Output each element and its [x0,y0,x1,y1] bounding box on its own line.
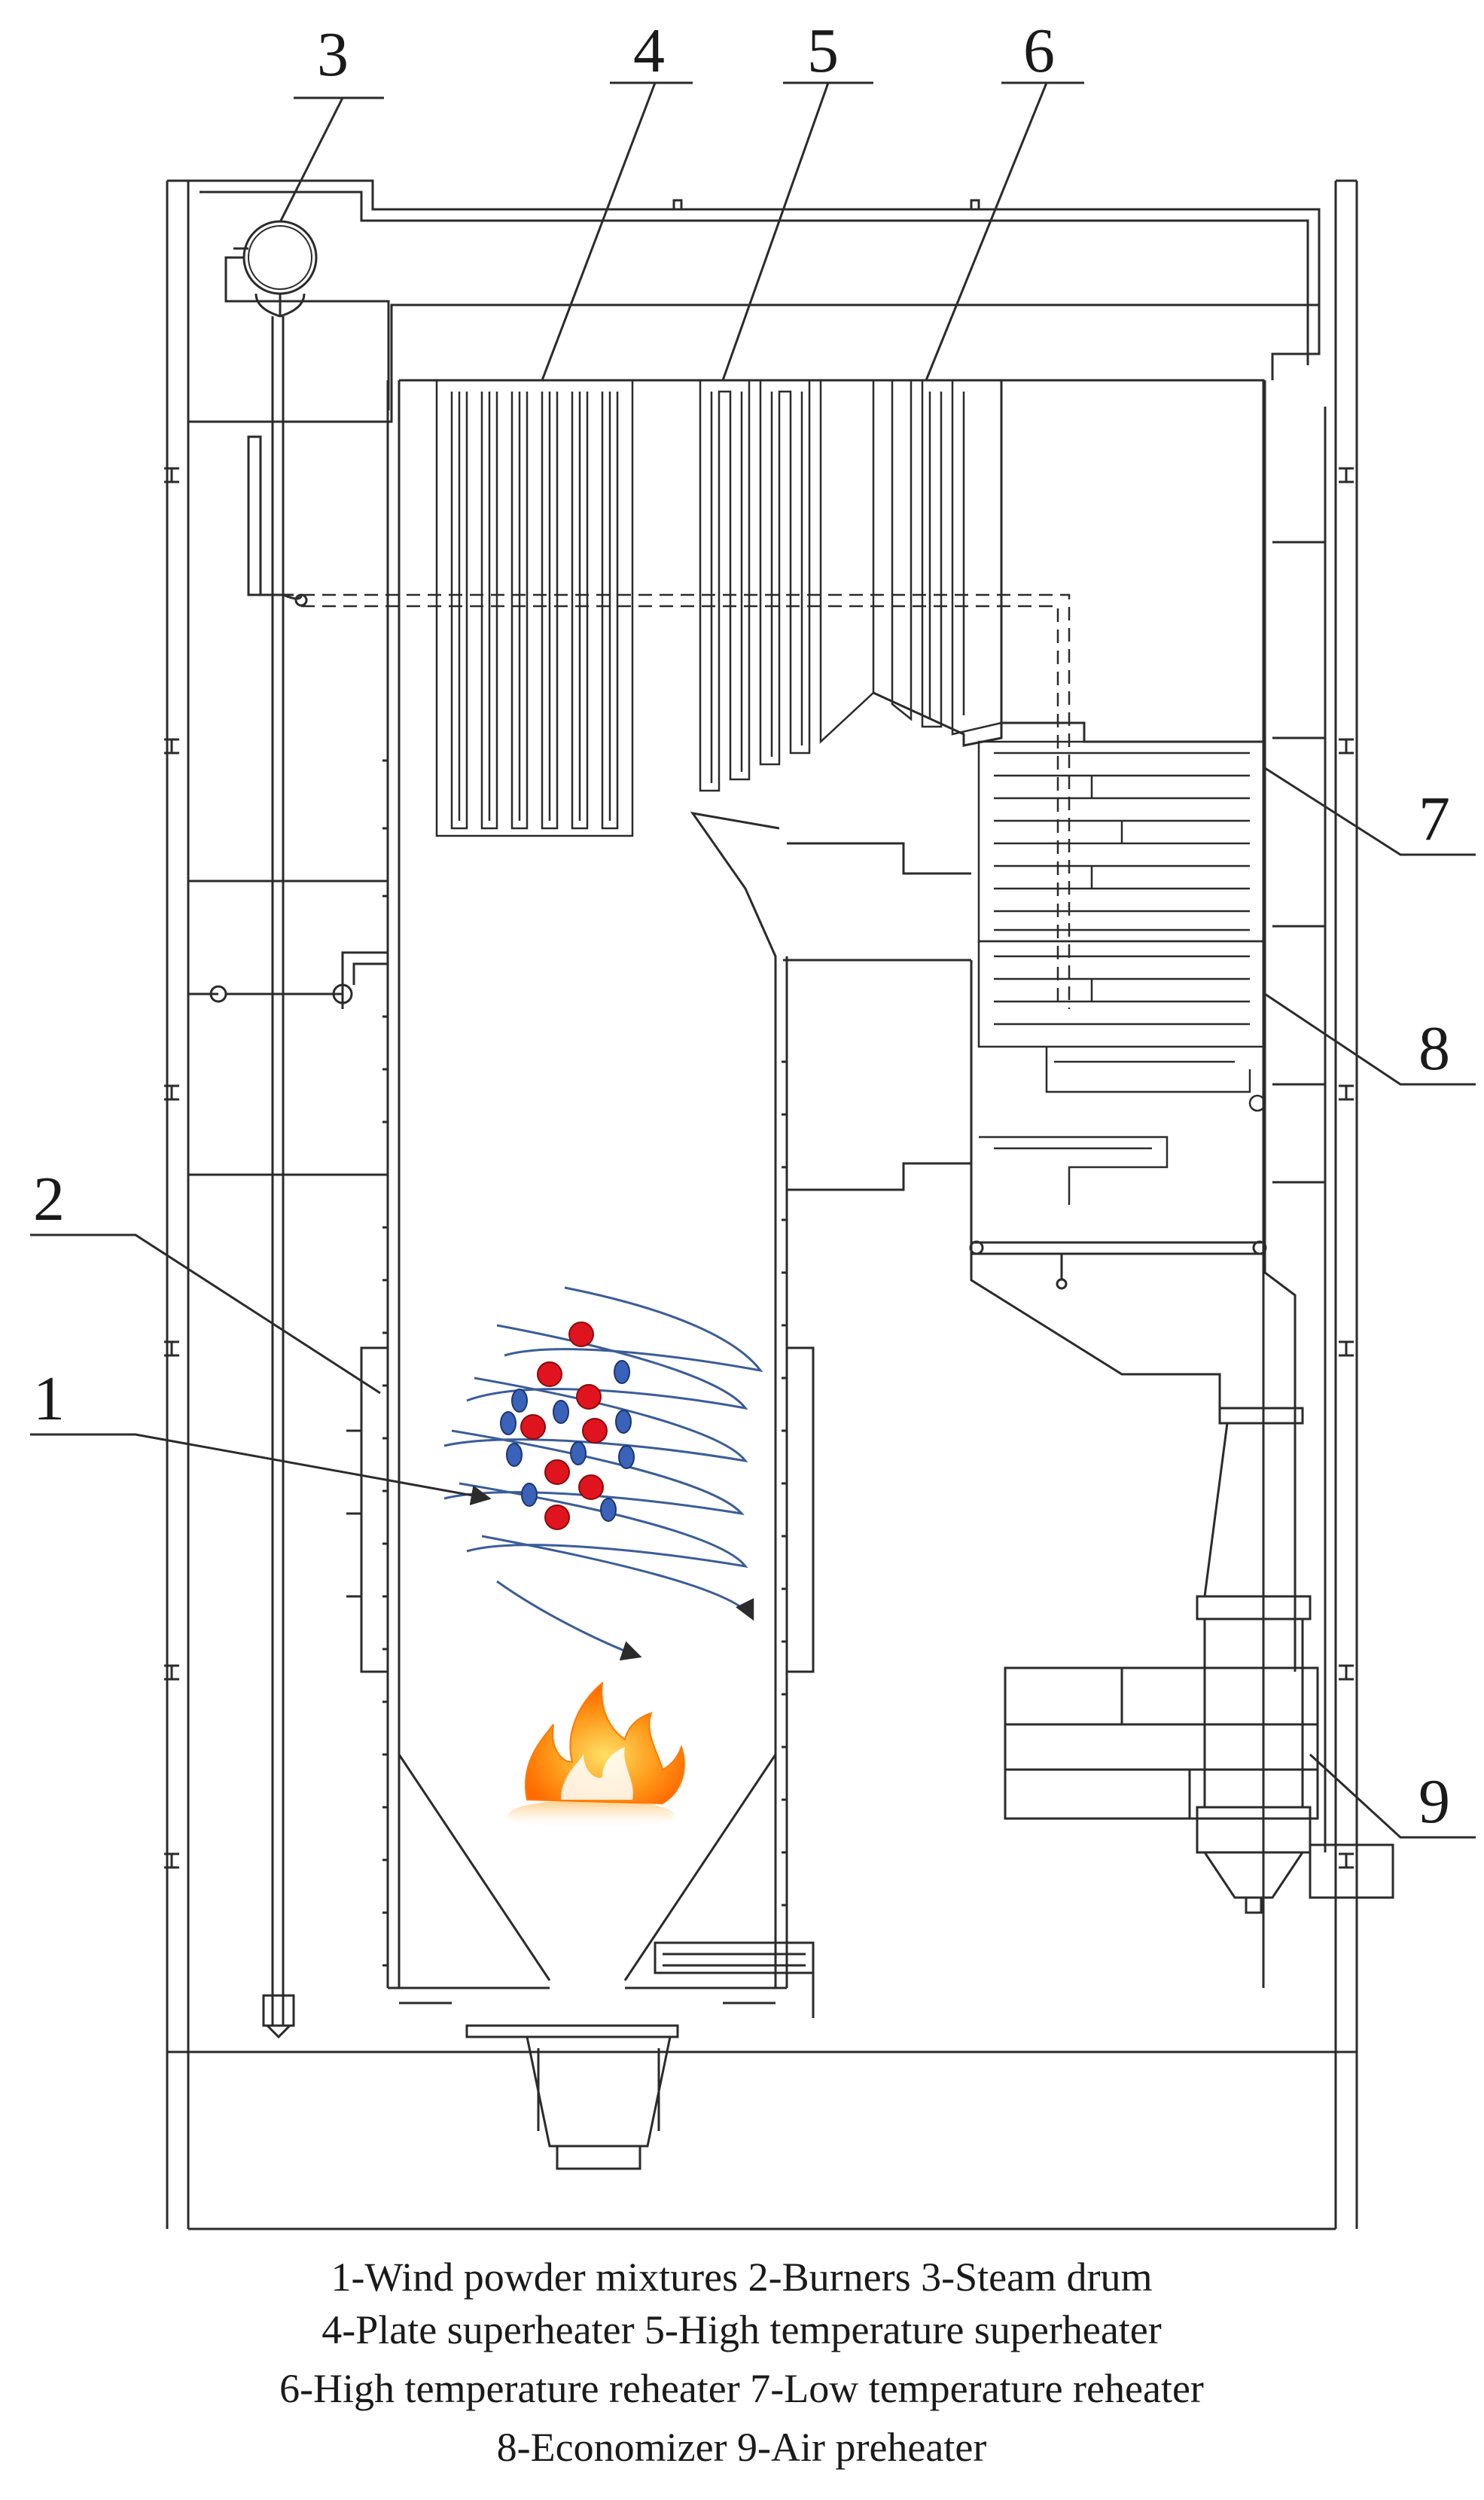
callout-6: 6 [1023,16,1055,86]
leader-8 [1264,992,1476,1086]
flame-icon [508,1681,685,1830]
callout-3: 3 [317,20,349,90]
steam-connection-pipe [301,593,1071,1009]
left-water-wall [382,379,1265,1988]
left-header-pipework [188,951,388,1009]
caption-line-1: 1-Wind powder mixtures 2-Burners 3-Steam… [331,2255,1152,2300]
coal-particle [544,1505,570,1530]
coal-particle [578,1474,604,1500]
callout-9: 9 [1418,1767,1450,1837]
air-particle [570,1441,587,1465]
steam-drum [224,220,390,410]
callout-7: 7 [1418,784,1450,854]
coal-particle [576,1384,602,1410]
callout-5: 5 [807,16,839,86]
right-support-column [1334,179,1358,2229]
coal-particle [537,1361,562,1387]
left-support-column [166,179,190,2229]
ground-frame [167,2050,1357,2230]
leader-1 [30,1433,492,1505]
high-temperature-superheater [699,380,874,792]
caption-line-2: 4-Plate superheater 5-High temperature s… [321,2307,1162,2352]
air-particle [553,1400,569,1424]
lower-header [969,1240,1267,1290]
boiler-structure [164,179,1394,2230]
leader-9 [1309,1753,1476,1839]
callout-1: 1 [33,1364,65,1434]
left-floor-lines [188,880,388,1176]
leader-2 [30,1233,381,1395]
air-particle [511,1389,528,1413]
right-water-wall [774,956,815,1988]
leader-4 [541,81,693,381]
plate-superheater [435,380,634,837]
air-particle [506,1443,523,1467]
callout-labels: 3 4 5 6 7 8 9 2 1 [33,16,1450,1837]
furnace-hopper [388,1754,815,2170]
leader-3 [279,96,384,223]
economizer [977,940,1266,1205]
callout-4: 4 [633,16,665,86]
coal-particle [568,1322,594,1347]
boiler-roof-casing [188,179,1321,423]
high-temperature-reheater [872,379,1002,736]
low-temperature-reheater [977,740,1266,943]
air-particle [618,1445,635,1469]
downcomer-pipe [247,316,303,2039]
left-burner-box [346,1346,389,1673]
caption-line-3: 6-High temperature reheater 7-Low temper… [279,2366,1204,2411]
leader-7 [1264,767,1476,856]
fuel-particles [500,1322,635,1530]
figure-caption: 1-Wind powder mixtures 2-Burners 3-Steam… [279,2255,1204,2470]
air-preheater [1004,1407,1394,1914]
callout-2: 2 [33,1164,65,1234]
callout-leaders [30,81,1476,1839]
air-particle [500,1411,517,1435]
air-particle [614,1360,630,1384]
caption-line-4: 8-Economizer 9-Air preheater [497,2425,987,2470]
wind-powder-swirl [443,1286,763,1661]
leader-6 [925,81,1084,381]
furnace-nose [690,380,1003,1988]
callout-8: 8 [1418,1014,1450,1084]
coal-particle [544,1459,570,1485]
second-pass-duct [787,380,1327,1852]
column-beam-markers [164,467,1354,1869]
leader-5 [721,81,873,381]
coal-particle [520,1414,546,1440]
air-particle [615,1410,632,1434]
coal-particle [582,1418,608,1444]
air-particle [521,1483,538,1507]
pipe-junction [294,593,308,607]
air-particle [600,1498,617,1522]
